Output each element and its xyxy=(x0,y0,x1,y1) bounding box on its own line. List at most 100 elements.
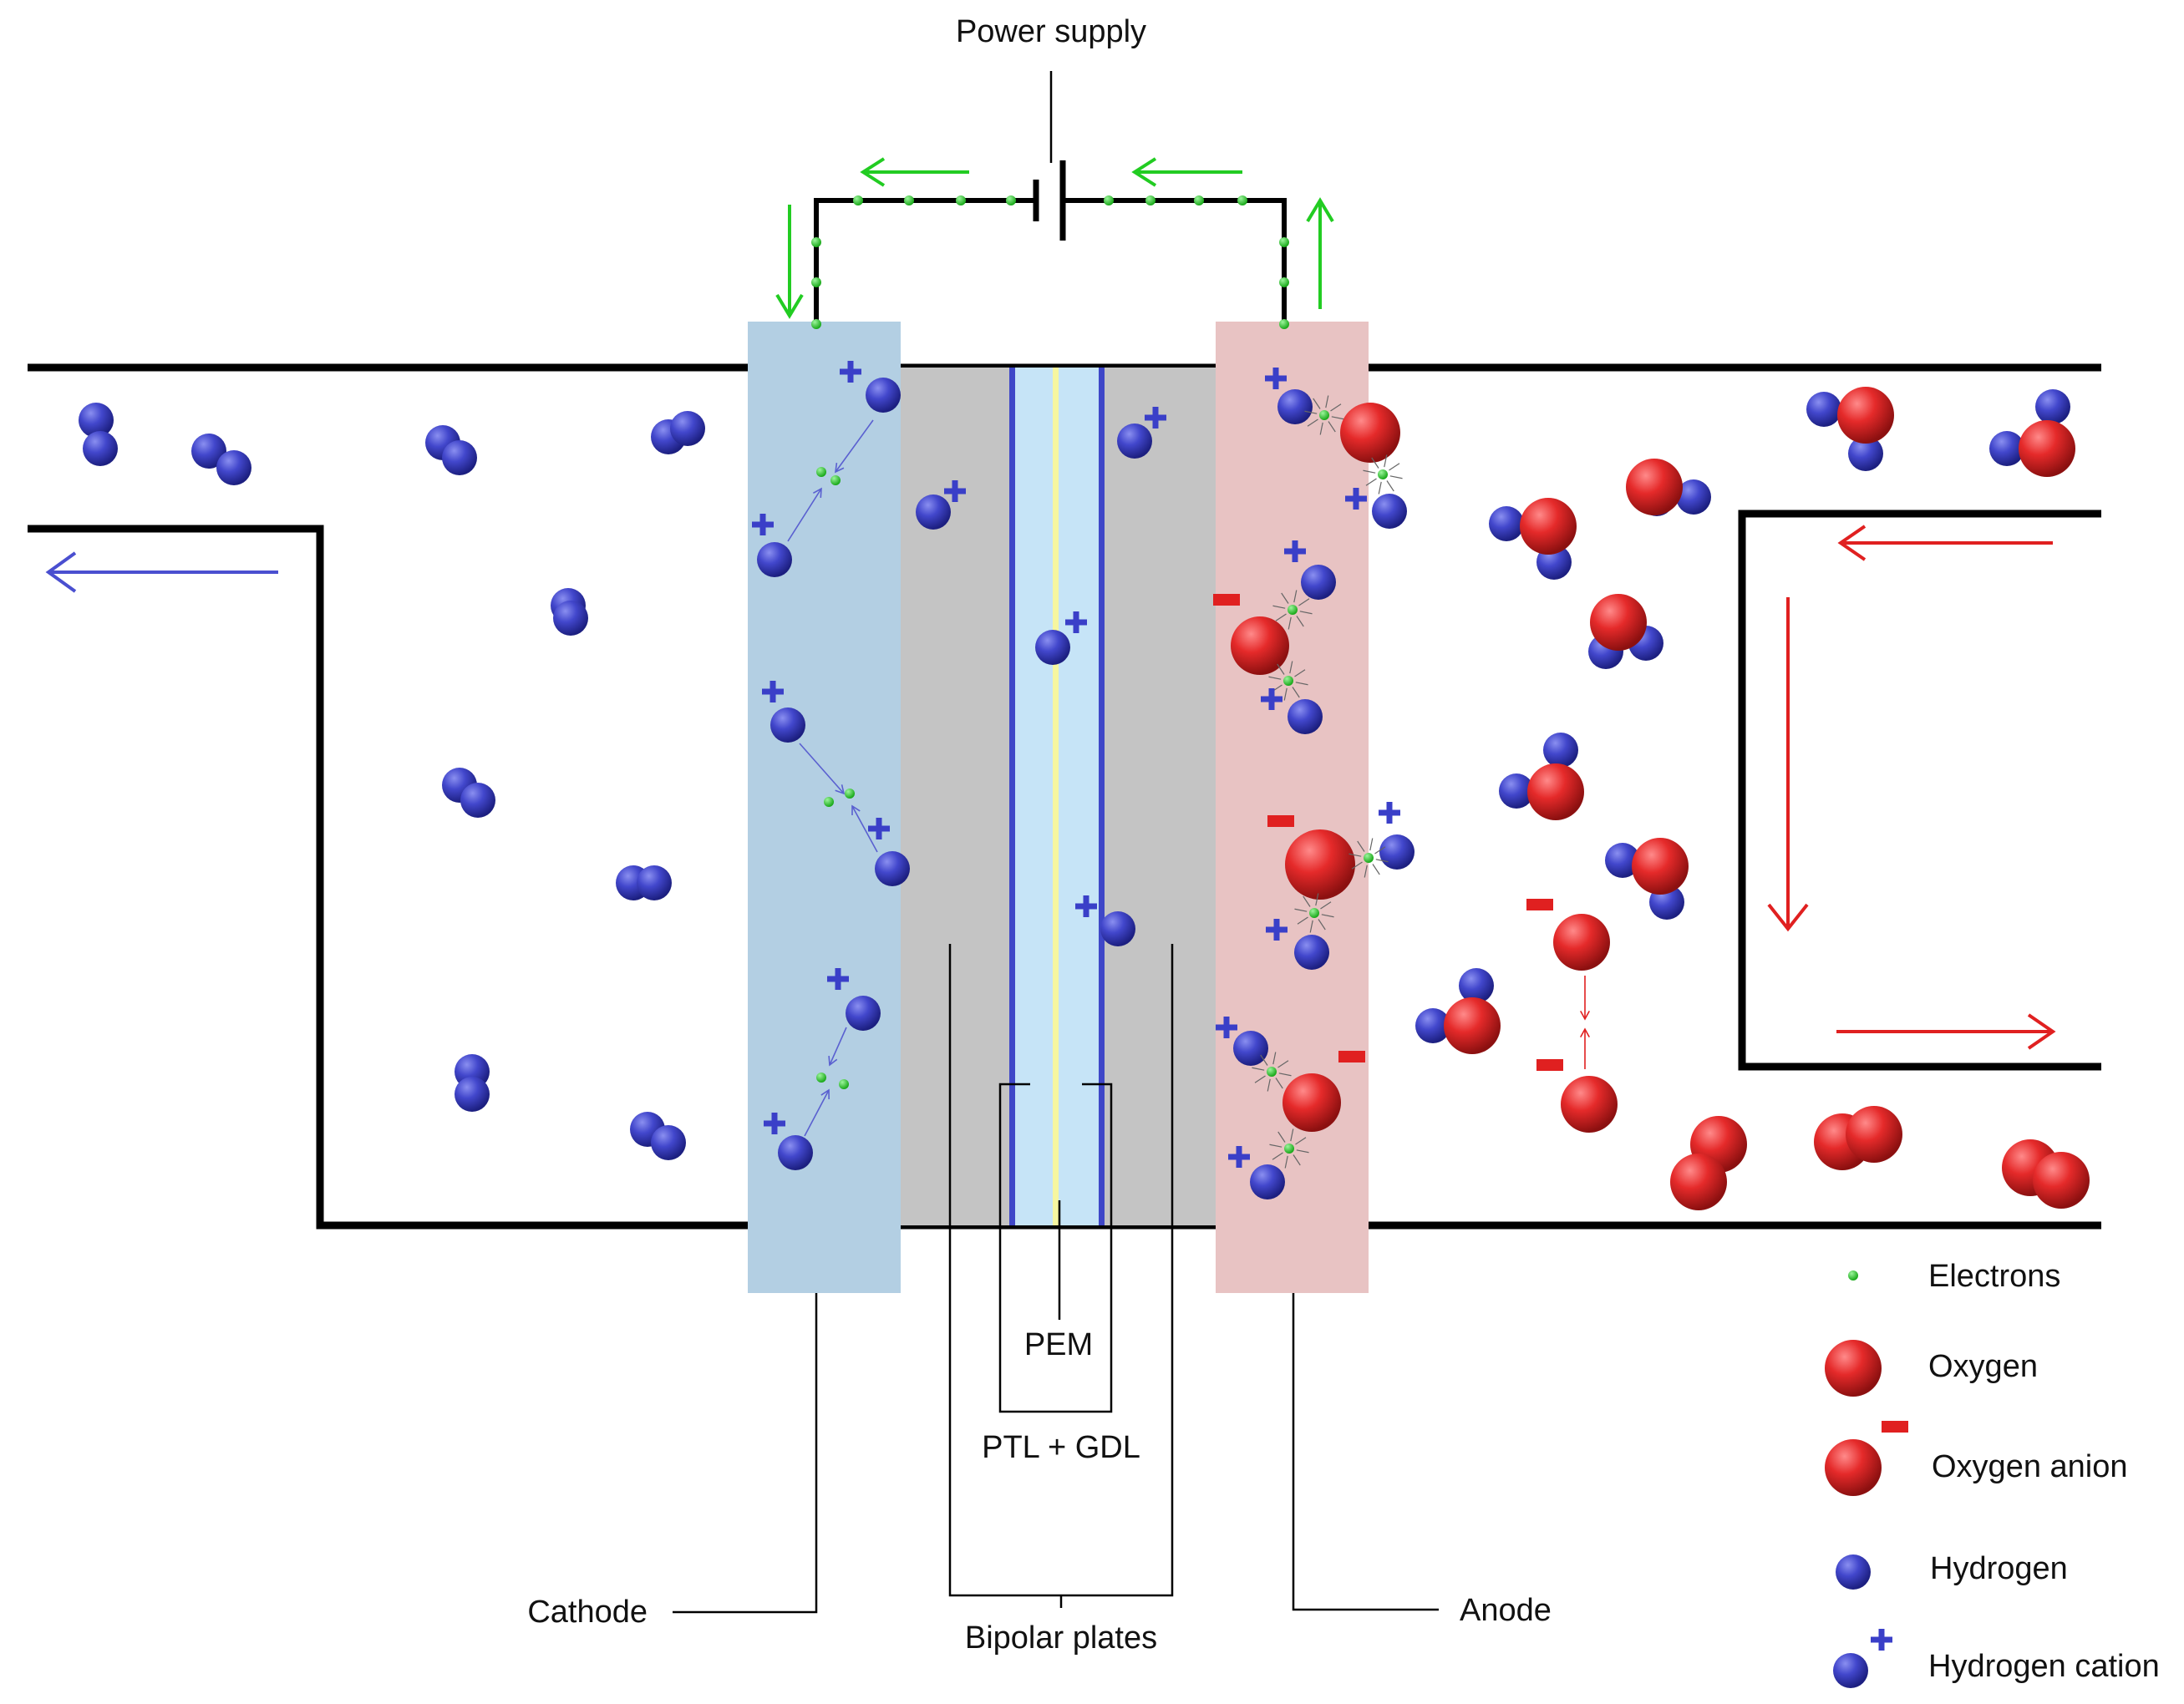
water-hydrogen xyxy=(1499,773,1534,809)
oxygen-atom xyxy=(1846,1106,1902,1163)
reaction-spark-icon xyxy=(1363,454,1403,494)
plus-icon xyxy=(1216,1017,1237,1038)
water-hydrogen xyxy=(1605,843,1640,878)
legend: Electrons Oxygen Oxygen anion Hydrogen H… xyxy=(1825,1259,2160,1688)
bipolar-plate-right xyxy=(1105,368,1216,1225)
wire-electron xyxy=(1279,277,1289,287)
minus-icon xyxy=(1882,1421,1908,1433)
hydrogen-molecule xyxy=(216,450,251,485)
arrow-icon xyxy=(787,487,822,542)
arrow-icon xyxy=(835,419,874,474)
arrow-icon xyxy=(851,804,878,853)
wire-electron xyxy=(956,195,966,205)
wire-electron xyxy=(853,195,863,205)
arrow-icon xyxy=(1131,157,1242,187)
hydrogen-cation xyxy=(1301,565,1336,600)
minus-icon xyxy=(1267,815,1294,827)
hydrogen-cation xyxy=(875,851,910,886)
water-hydrogen xyxy=(1848,436,1883,471)
legend-electron-icon xyxy=(1848,1270,1858,1281)
plus-icon xyxy=(1379,802,1400,824)
oxygen-atom xyxy=(1340,403,1400,463)
water-hydrogen xyxy=(1415,1008,1450,1043)
hydrogen-cation xyxy=(1288,699,1323,734)
water-oxygen xyxy=(1590,594,1647,651)
cathode-label: Cathode xyxy=(527,1595,648,1630)
hydrogen-molecule xyxy=(79,403,114,438)
electron xyxy=(1284,1144,1294,1154)
electron xyxy=(1267,1067,1277,1077)
electron xyxy=(1283,676,1293,686)
reaction-spark-icon xyxy=(1268,661,1308,701)
pem-label: PEM xyxy=(1024,1327,1093,1362)
plus-icon xyxy=(944,480,966,502)
reaction-spark-icon xyxy=(1294,893,1334,933)
plus-icon xyxy=(1065,611,1087,633)
label-leaders xyxy=(673,944,1439,1614)
hydrogen-cation xyxy=(916,494,951,530)
oxygen-atom xyxy=(1285,829,1355,900)
wire-electron xyxy=(811,319,821,329)
plus-icon xyxy=(752,514,774,535)
legend-oxygen-anion-icon xyxy=(1825,1439,1882,1496)
hydrogen-molecule xyxy=(455,1077,490,1112)
hydrogen-cation xyxy=(866,378,901,413)
wire-electron xyxy=(811,277,821,287)
plus-icon xyxy=(827,968,849,990)
hydrogen-cation xyxy=(1372,494,1407,529)
oxygen-atom xyxy=(1561,1076,1618,1133)
pem-edge-right xyxy=(1099,368,1105,1225)
hydrogen-cation xyxy=(846,996,881,1031)
water-hydrogen xyxy=(1676,479,1711,515)
hydrogen-cation xyxy=(1277,389,1313,424)
plus-icon xyxy=(1228,1146,1250,1168)
wire-electron xyxy=(1104,195,1114,205)
plus-icon xyxy=(1145,407,1166,429)
cathode-layer xyxy=(748,322,901,1293)
electron xyxy=(816,1073,826,1083)
plus-icon xyxy=(1265,368,1287,389)
hydrogen-cation xyxy=(1100,911,1135,946)
oxygen-atom xyxy=(1553,914,1610,971)
pem-edge-left xyxy=(1009,368,1015,1225)
water-hydrogen xyxy=(1543,733,1578,768)
wire-electron xyxy=(1279,237,1289,247)
hydrogen-molecule xyxy=(442,440,477,475)
legend-oxygen-anion-label: Oxygen anion xyxy=(1932,1449,2128,1484)
plus-icon xyxy=(764,1113,785,1134)
arrow-icon xyxy=(1580,976,1590,1021)
legend-oxygen-label: Oxygen xyxy=(1928,1349,2038,1384)
electron xyxy=(816,467,826,477)
wire-electron xyxy=(1194,195,1204,205)
plus-icon xyxy=(1266,919,1288,941)
reaction-spark-icon xyxy=(1272,590,1313,630)
hydrogen-cation xyxy=(1035,630,1070,665)
battery-icon xyxy=(1033,160,1066,241)
legend-hydrogen-icon xyxy=(1836,1554,1871,1590)
hydrogen-cation xyxy=(1294,935,1329,970)
hydrogen-molecule xyxy=(191,434,226,469)
molecules xyxy=(79,361,2090,1210)
hydrogen-cation xyxy=(1233,1031,1268,1066)
circuit-wire xyxy=(814,71,1287,324)
arrow-icon xyxy=(860,157,969,187)
wire-electrons xyxy=(811,195,1289,329)
minus-icon xyxy=(1526,899,1553,910)
legend-hydrogen-label: Hydrogen xyxy=(1930,1551,2068,1586)
water-oxygen xyxy=(1444,997,1501,1054)
oxygen-flow-arrows xyxy=(1767,525,2056,1050)
legend-oxygen-icon xyxy=(1825,1340,1882,1397)
hydrogen-molecule xyxy=(651,1125,686,1160)
hydrogen-cation xyxy=(770,707,805,743)
electron xyxy=(830,475,841,485)
hydrogen-cation xyxy=(1117,423,1152,459)
legend-hydrogen-cation-label: Hydrogen cation xyxy=(1928,1649,2160,1684)
legend-electrons-label: Electrons xyxy=(1928,1259,2060,1294)
reaction-spark-icon xyxy=(1269,1128,1309,1169)
wire-electron xyxy=(1006,195,1016,205)
electron xyxy=(1288,605,1298,615)
electron xyxy=(1319,410,1329,420)
hydrogen-molecule xyxy=(670,411,705,446)
water-oxygen xyxy=(1527,763,1584,820)
